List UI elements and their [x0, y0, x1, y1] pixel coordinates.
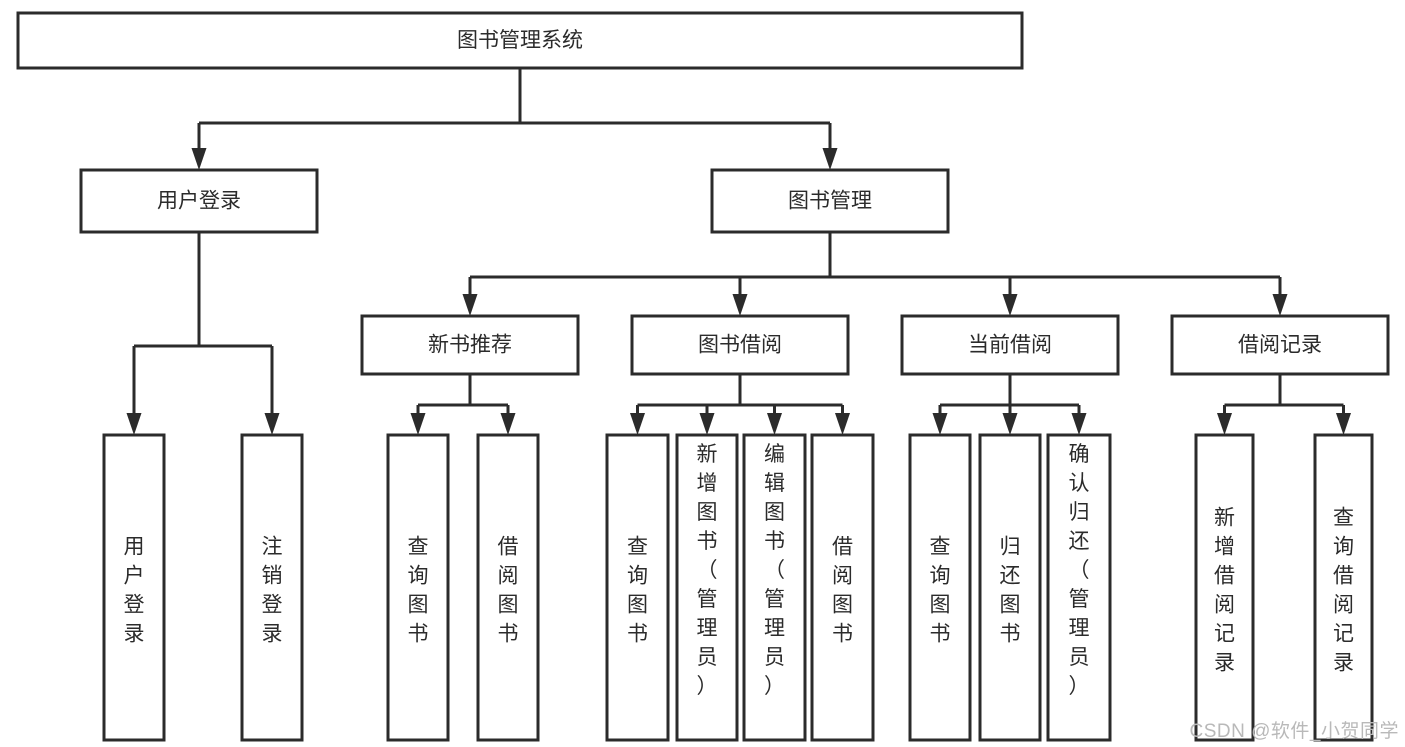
node-leaf-query-book2[interactable]: 查询图书	[908, 433, 972, 742]
edge-group-borrow_record	[1217, 374, 1351, 435]
node-leaf-add-book[interactable]: 新增图书（管理员）	[675, 433, 739, 742]
node-book-mgmt[interactable]: 图书管理	[710, 168, 950, 234]
node-box	[908, 433, 972, 742]
node-box	[102, 433, 166, 742]
watermark-label: CSDN @软件_小贺同学	[1189, 721, 1399, 742]
node-leaf-add-record[interactable]: 新增借阅记录	[1194, 433, 1255, 742]
node-label: 查询图书	[627, 536, 648, 646]
node-label: 新增图书（管理员）	[697, 443, 718, 698]
node-box	[1313, 433, 1374, 742]
node-leaf-query-book[interactable]: 查询图书	[605, 433, 670, 742]
node-box	[1170, 314, 1390, 376]
node-box	[360, 314, 580, 376]
node-box	[1194, 433, 1255, 742]
node-leaf-borrow-book[interactable]: 借阅图书	[810, 433, 875, 742]
node-box	[79, 168, 319, 234]
edge-group-new_book_rec	[410, 374, 516, 435]
node-label: 借阅图书	[832, 536, 853, 646]
node-leaf-query-book-rec[interactable]: 查询图书	[386, 433, 450, 742]
node-label: 新书推荐	[428, 334, 512, 357]
node-book-borrow[interactable]: 图书借阅	[630, 314, 850, 376]
nodes-layer: 图书管理系统用户登录图书管理新书推荐图书借阅当前借阅借阅记录用户登录注销登录查询…	[16, 11, 1390, 742]
node-leaf-edit-book[interactable]: 编辑图书（管理员）	[742, 433, 807, 742]
edge-group-book_mgmt	[462, 232, 1288, 316]
node-leaf-user-login[interactable]: 用户登录	[102, 433, 166, 742]
edge-group-book_borrow	[630, 374, 850, 435]
node-leaf-logout[interactable]: 注销登录	[240, 433, 304, 742]
edges-layer	[126, 68, 1351, 435]
node-box	[605, 433, 670, 742]
node-box	[710, 168, 950, 234]
node-label: 用户登录	[157, 190, 241, 213]
node-leaf-query-record[interactable]: 查询借阅记录	[1313, 433, 1374, 742]
node-label: 新增借阅记录	[1214, 507, 1235, 675]
node-box	[386, 433, 450, 742]
node-box	[978, 433, 1042, 742]
node-label: 查询借阅记录	[1333, 507, 1354, 675]
node-root[interactable]: 图书管理系统	[16, 11, 1024, 70]
node-user-login[interactable]: 用户登录	[79, 168, 319, 234]
node-borrow-record[interactable]: 借阅记录	[1170, 314, 1390, 376]
node-box	[742, 433, 807, 742]
node-box	[240, 433, 304, 742]
node-label: 查询图书	[930, 536, 951, 646]
edge-group-current_borrow	[932, 374, 1087, 435]
node-leaf-borrow-book-rec[interactable]: 借阅图书	[476, 433, 540, 742]
node-box	[675, 433, 739, 742]
node-leaf-return-book[interactable]: 归还图书	[978, 433, 1042, 742]
node-label: 归还图书	[1000, 536, 1021, 646]
node-label: 确认归还（管理员）	[1069, 443, 1090, 698]
node-box	[476, 433, 540, 742]
node-box	[1046, 433, 1112, 742]
node-label: 图书管理	[788, 190, 872, 213]
edge-group-root	[191, 68, 838, 170]
node-label: 借阅记录	[1238, 334, 1322, 357]
node-leaf-confirm-return[interactable]: 确认归还（管理员）	[1046, 433, 1112, 742]
node-box	[630, 314, 850, 376]
node-label: 查询图书	[408, 536, 429, 646]
node-label: 注销登录	[262, 536, 283, 646]
node-current-borrow[interactable]: 当前借阅	[900, 314, 1120, 376]
node-box	[900, 314, 1120, 376]
node-label: 图书管理系统	[457, 29, 583, 52]
node-label: 借阅图书	[498, 536, 519, 646]
node-label: 用户登录	[124, 536, 145, 646]
node-label: 图书借阅	[698, 334, 782, 357]
node-new-book-rec[interactable]: 新书推荐	[360, 314, 580, 376]
node-box	[16, 11, 1024, 70]
node-box	[810, 433, 875, 742]
node-label: 当前借阅	[968, 334, 1052, 357]
edge-group-user_login	[126, 232, 280, 435]
node-label: 编辑图书（管理员）	[764, 443, 785, 698]
